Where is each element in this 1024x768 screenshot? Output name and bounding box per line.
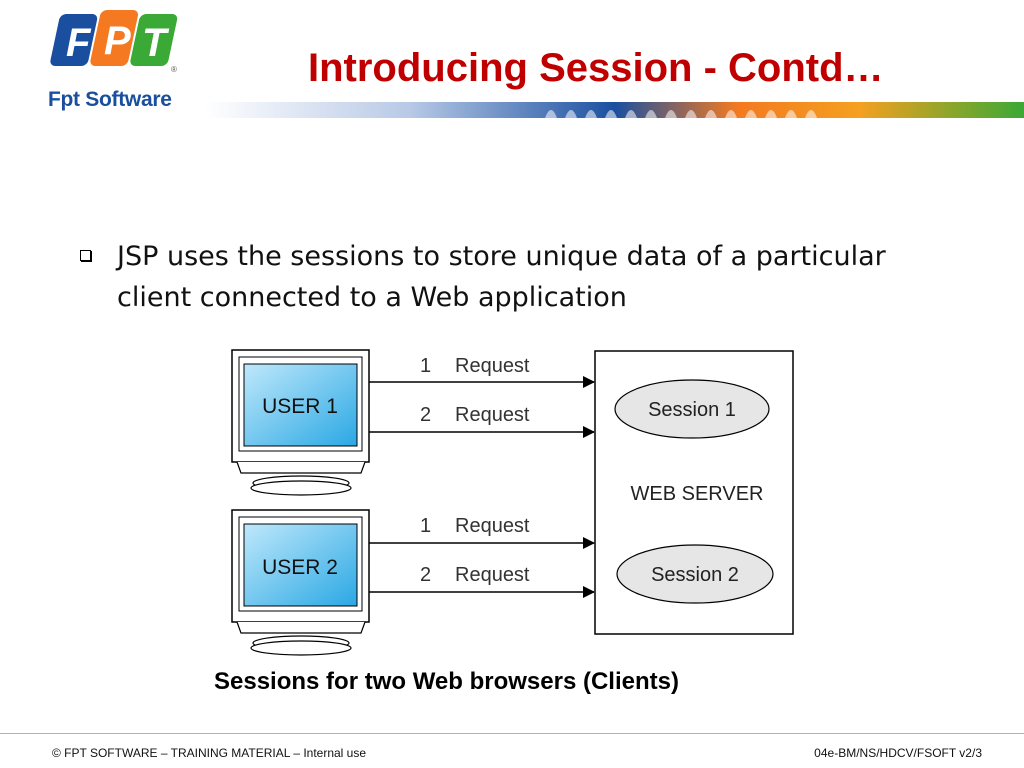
request-label: Request [455,564,530,586]
web-server-label: WEB SERVER [631,483,764,505]
request-number: 1 [420,515,431,537]
fpt-logo: F P T ® [50,10,178,74]
session-2-ellipse [616,544,774,604]
footer-divider [0,733,1024,734]
session-diagram: USER 1 USER 2 1 Request 2 Request 1 Requ… [231,349,794,656]
request-number: 1 [420,355,431,377]
logo-registered-mark: ® [171,65,177,74]
request-label: Request [455,515,530,537]
logo-company-name: Fpt Software [48,88,172,111]
slide-title: Introducing Session - Contd… [308,46,884,90]
header-decor-arcs [545,110,817,118]
request-label: Request [455,355,530,377]
monitor-user-1: USER 1 [231,349,370,496]
header-decor-bar [205,102,1024,118]
request-label: Request [455,404,530,426]
logo-letter-t: T [142,21,170,65]
logo-letter-p: P [104,19,131,63]
bullet-text: JSP uses the sessions to store unique da… [117,241,886,313]
square-bullet-icon [80,250,91,261]
footer-copyright: © FPT SOFTWARE – TRAINING MATERIAL – Int… [52,746,367,760]
monitor-user-2: USER 2 [231,509,370,656]
user-1-label: USER 1 [262,395,338,418]
request-number: 2 [420,564,431,586]
session-1-ellipse [614,379,770,439]
session-1-label: Session 1 [648,399,736,421]
web-server-box: Session 1 WEB SERVER Session 2 [594,350,794,635]
request-number: 2 [420,404,431,426]
diagram-caption: Sessions for two Web browsers (Clients) [214,668,679,695]
session-2-label: Session 2 [651,564,739,586]
logo-letter-f: F [66,21,92,65]
user-2-label: USER 2 [262,556,338,579]
footer-doc-code: 04e-BM/NS/HDCV/FSOFT v2/3 [814,746,982,760]
